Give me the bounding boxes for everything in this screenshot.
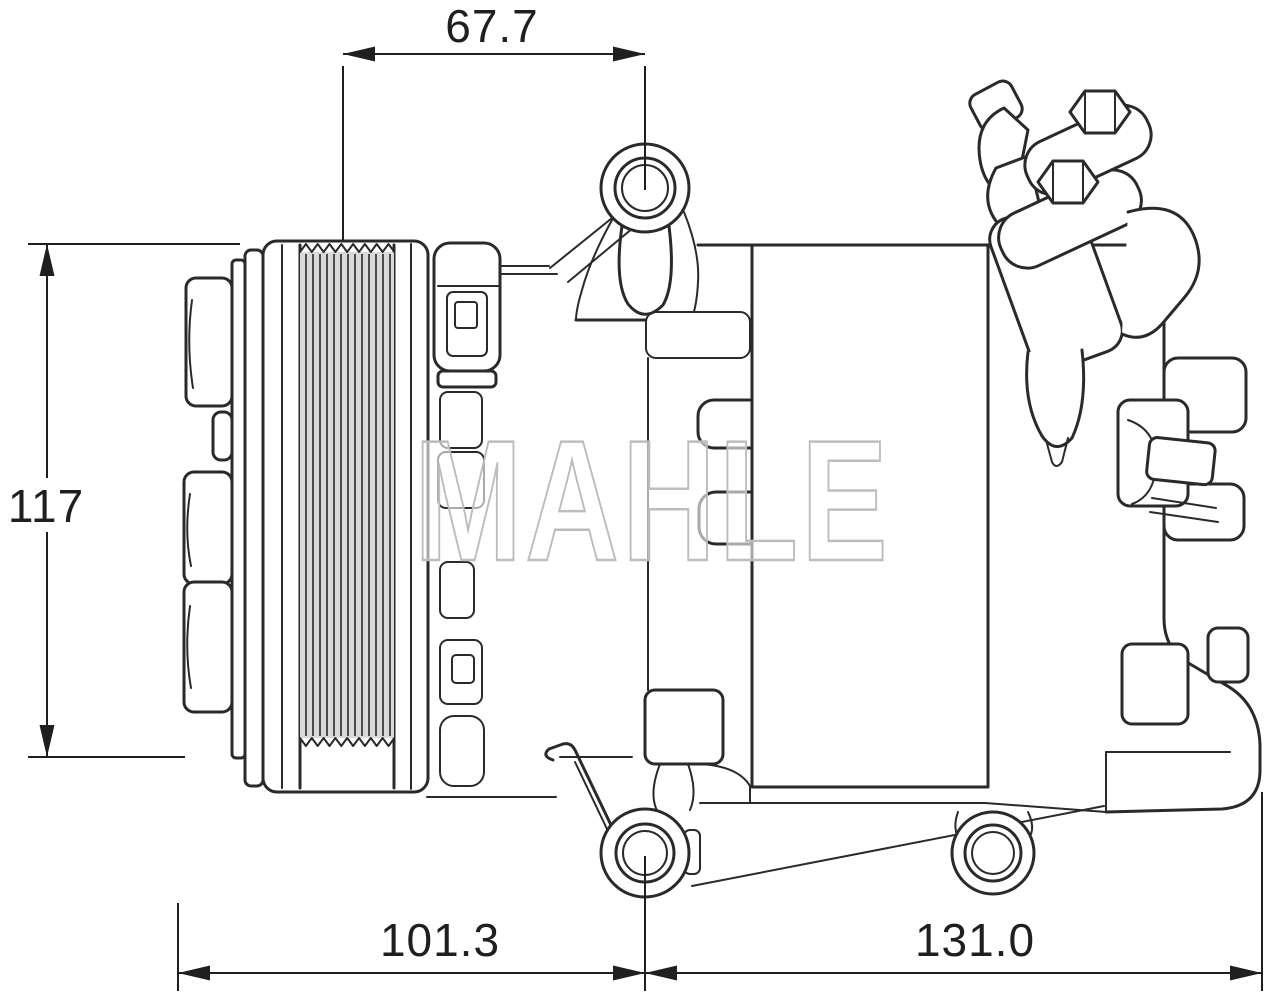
pulley-rib-grooves [299,243,396,747]
compressor-drawing [182,79,1262,899]
belt-pulley [243,239,430,794]
dimension-bottom-right-label: 131.0 [915,914,1035,966]
arrowhead-left [645,965,677,981]
bottom-right-mounting-lug [950,810,1036,896]
arrowhead-right [1230,965,1262,981]
dimension-left-label: 117 [8,480,84,532]
watermark: MAHLE [414,405,891,597]
arrowhead-right [613,965,645,981]
dimension-top: 67.7 [342,0,646,240]
pressure-port-fittings [968,79,1219,523]
port-nozzle [1025,348,1086,448]
arrowhead-right [613,46,645,62]
dimension-bottom-right: 131.0 [645,792,1263,991]
port-elbow [1120,206,1201,339]
dimension-left: 117 [4,243,240,758]
housing-boss-upper [696,398,754,450]
housing-boss-lower [697,490,754,546]
dimension-top-label: 67.7 [445,0,539,52]
dimension-bottom-left-label: 101.3 [380,914,500,966]
mounting-ear-rear-low [1120,642,1190,726]
arrowhead-left [178,965,210,981]
clutch-coil-connector [432,213,634,787]
front-foot [643,688,725,766]
mounting-boss-rear [1206,626,1250,684]
dimension-bottom-left: 101.3 [177,856,646,991]
hex-plug-upper [1068,89,1132,135]
hex-plug-lower [1036,159,1100,205]
arrowhead-up [39,244,55,276]
compressor-housing [426,211,990,804]
bottom-center-mounting-lug [544,742,701,899]
arrowhead-down [39,725,55,757]
clutch-hub [182,258,247,760]
arrowhead-left [343,46,375,62]
